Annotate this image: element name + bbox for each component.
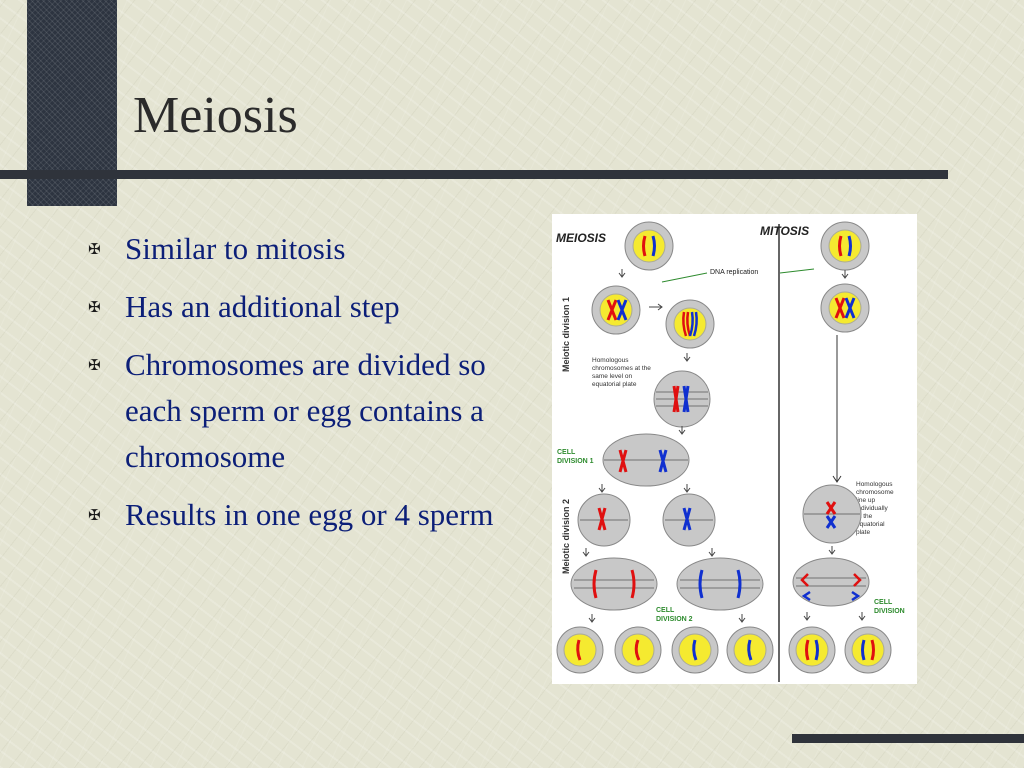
- mitosis-heading: MITOSIS: [760, 224, 809, 238]
- cross-bullet-icon: ✠: [88, 356, 101, 374]
- slide-title: Meiosis: [133, 87, 298, 144]
- meiosis-daughter-cell-left: [577, 493, 631, 547]
- gamete-cell: [556, 626, 604, 674]
- meiotic-division-2-label: Meiotic division 2: [561, 499, 571, 574]
- meiosis-heading: MEIOSIS: [556, 231, 606, 245]
- gamete-cell: [671, 626, 719, 674]
- title-rule: [0, 170, 948, 179]
- gamete-cell: [726, 626, 774, 674]
- meiosis-anaphase-2-right: [676, 557, 764, 611]
- mitosis-note: Homologous chromosome line up individual…: [856, 481, 895, 536]
- bottom-rule: [792, 734, 1024, 743]
- gamete-cell: [614, 626, 662, 674]
- cross-bullet-icon: ✠: [88, 506, 101, 524]
- meiosis-cell-3: [665, 299, 715, 349]
- cell-division-label: CELL DIVISION: [874, 599, 905, 615]
- meiosis-anaphase-2-left: [570, 557, 658, 611]
- mitosis-cell-1: [820, 221, 870, 271]
- meiotic-division-1-label: Meiotic division 1: [561, 297, 571, 372]
- meiosis-cell-1: [624, 221, 674, 271]
- meiosis-metaphase-cell: [653, 370, 711, 428]
- mitosis-daughter-cell: [844, 626, 892, 674]
- mitosis-daughter-cell: [788, 626, 836, 674]
- bullet-text: Results in one egg or 4 sperm: [125, 497, 494, 532]
- mitosis-cell-2: [820, 283, 870, 333]
- meiosis-cell-2: [591, 285, 641, 335]
- bullet-text: Chromosomes are divided so each sperm or…: [125, 347, 486, 474]
- bullet-list: ✠ Similar to mitosis ✠ Has an additional…: [88, 226, 508, 550]
- meiosis-daughter-cell-right: [662, 493, 716, 547]
- dna-replication-label: DNA replication: [710, 269, 758, 276]
- bullet-item: ✠ Chromosomes are divided so each sperm …: [88, 342, 508, 480]
- bullet-item: ✠ Results in one egg or 4 sperm: [88, 492, 508, 538]
- bullet-text: Has an additional step: [125, 289, 400, 324]
- cell-division-2-label: CELL DIVISION 2: [656, 607, 693, 623]
- mitosis-metaphase-cell: [802, 484, 862, 544]
- meiosis-anaphase-1-cell: [602, 433, 690, 487]
- cross-bullet-icon: ✠: [88, 298, 101, 316]
- homologous-note: Homologous chromosomes at the same level…: [592, 357, 653, 388]
- mitosis-anaphase-cell: [792, 557, 870, 607]
- meiosis-mitosis-diagram: MEIOSIS MITOSIS DNA replication Meiotic …: [552, 214, 917, 684]
- bullet-item: ✠ Similar to mitosis: [88, 226, 508, 272]
- bullet-text: Similar to mitosis: [125, 231, 346, 266]
- cross-bullet-icon: ✠: [88, 240, 101, 258]
- bullet-item: ✠ Has an additional step: [88, 284, 508, 330]
- cell-division-1-label: CELL DIVISION 1: [557, 449, 594, 465]
